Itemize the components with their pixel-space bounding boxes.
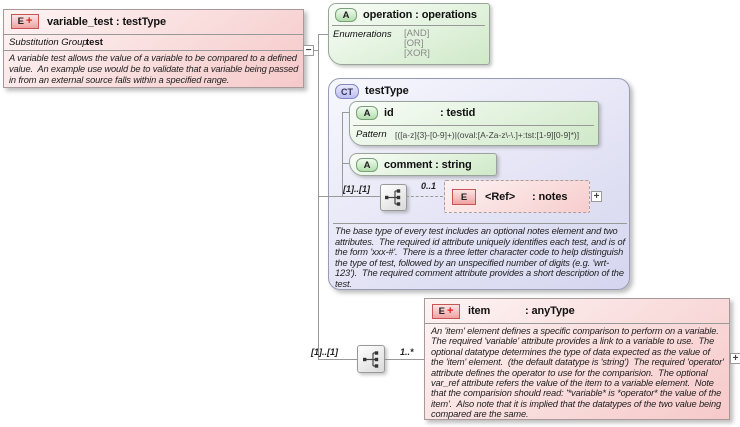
id-connector-line <box>342 112 349 113</box>
item-occurs-cardinality: 1..* <box>400 347 414 357</box>
notes-optional-connector-line <box>406 196 443 197</box>
divider <box>425 323 729 324</box>
testtype-sequence-connector-line <box>318 196 380 197</box>
item-name: item <box>468 305 491 317</box>
attribute-box-operation[interactable]: A operation : operations Enumerations [A… <box>328 3 490 65</box>
expand-toggle-notes[interactable]: + <box>591 191 602 202</box>
sequence-cardinality: [1]..[1] <box>343 184 370 194</box>
item-annotation: An 'item' element defines a specific com… <box>431 326 724 420</box>
id-type: : testid <box>440 107 476 119</box>
sequence-compositor-icon[interactable] <box>357 345 385 373</box>
collapse-toggle[interactable]: − <box>303 45 314 56</box>
expand-toggle-item[interactable]: + <box>730 353 740 364</box>
divider <box>333 223 627 224</box>
element-box-notes-ref[interactable]: E <Ref> : notes <box>444 180 590 213</box>
comment-title: comment : string <box>384 159 472 171</box>
complextype-box-testtype[interactable]: CT testType A id : testid Pattern [([a-z… <box>328 78 630 290</box>
divider <box>332 25 485 26</box>
id-name: id <box>384 107 394 119</box>
divider <box>4 50 303 51</box>
element-icon: E + <box>432 304 460 319</box>
comment-connector-line <box>342 163 349 164</box>
notes-ref-type: : notes <box>532 191 568 203</box>
attribute-box-comment[interactable]: A comment : string <box>349 153 497 176</box>
sequence-compositor-icon[interactable] <box>380 184 407 211</box>
element-icon: E <box>452 189 476 205</box>
notes-cardinality: 0..1 <box>421 181 437 191</box>
substitution-group-value[interactable]: test <box>86 37 103 48</box>
operation-title: operation : operations <box>363 9 477 21</box>
enumeration-values: [AND][OR][XOR] <box>404 28 430 59</box>
attribute-icon: A <box>356 106 378 120</box>
divider <box>4 34 303 35</box>
divider <box>353 125 594 126</box>
element-icon-letter: E <box>17 16 24 27</box>
sequence-glyph <box>385 189 401 206</box>
substitution-group-label: Substitution Group <box>9 37 88 48</box>
element-icon: E + <box>11 14 39 29</box>
item-sequence-connector-line <box>318 359 358 360</box>
operation-connector-line <box>318 34 330 35</box>
attribute-icon: A <box>356 158 378 172</box>
testtype-title: testType <box>365 85 409 97</box>
testtype-annotation: The base type of every test includes an … <box>335 226 625 289</box>
plus-icon: + <box>446 305 454 317</box>
enumerations-label: Enumerations <box>333 29 392 40</box>
variable-test-annotation: A variable test allows the value of a va… <box>9 53 299 85</box>
plus-icon: + <box>25 15 33 27</box>
variable-test-title: variable_test : testType <box>47 16 167 28</box>
element-connector-line <box>314 50 319 51</box>
trunk-connector-line <box>318 34 319 360</box>
testtype-inner-connector-line <box>342 112 343 197</box>
complextype-icon: CT <box>335 84 359 99</box>
item-connector-line <box>385 359 425 360</box>
element-box-item[interactable]: E + item : anyType An 'item' element def… <box>424 298 730 420</box>
sequence-glyph <box>362 350 378 368</box>
attribute-box-id[interactable]: A id : testid Pattern [([a-z]{3}-[0-9]+)… <box>349 101 599 146</box>
item-type: : anyType <box>525 305 575 317</box>
element-icon-letter: E <box>460 191 468 203</box>
element-box-variable-test[interactable]: E + variable_test : testType Substitutio… <box>3 9 304 88</box>
notes-ref-name: <Ref> <box>485 191 516 203</box>
item-sequence-cardinality: [1]..[1] <box>311 347 338 357</box>
pattern-label: Pattern <box>356 129 387 140</box>
pattern-value: [([a-z]{3}-[0-9]+)|(oval:[A-Za-z\-\.]+:t… <box>395 130 580 140</box>
attribute-icon: A <box>335 8 357 22</box>
element-icon-letter: E <box>438 306 445 317</box>
